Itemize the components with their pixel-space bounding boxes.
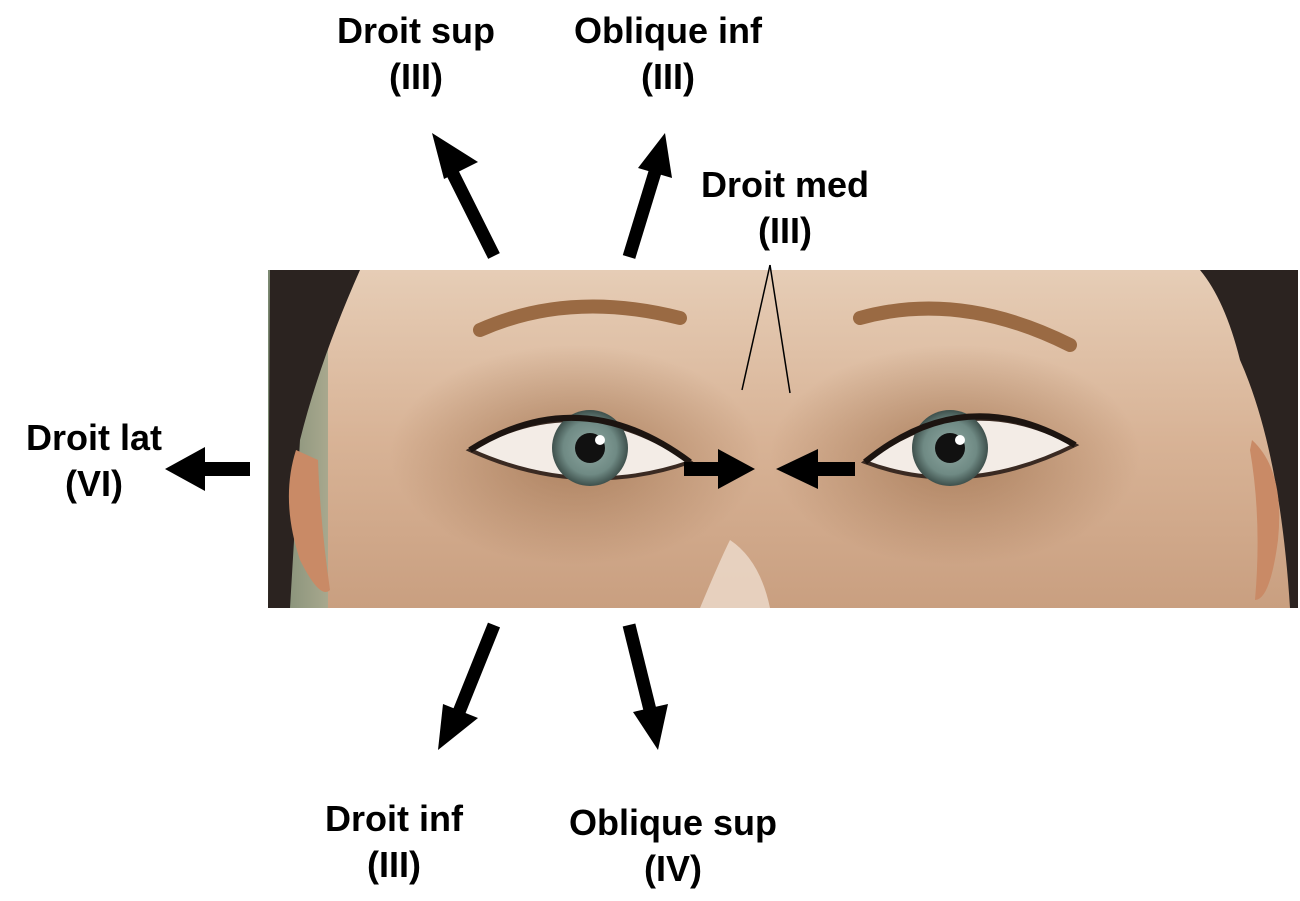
droit-lat-name: Droit lat <box>4 415 184 461</box>
oblique-sup-nerve: (IV) <box>543 846 803 892</box>
droit-lat-nerve: (VI) <box>4 461 184 507</box>
droit-sup-name: Droit sup <box>316 8 516 54</box>
oblique-inf-label: Oblique inf (III) <box>548 8 788 100</box>
droit-inf-nerve: (III) <box>294 842 494 888</box>
droit-inf-label: Droit inf (III) <box>294 796 494 888</box>
oblique-inf-arrow <box>629 133 672 257</box>
droit-sup-nerve: (III) <box>316 54 516 100</box>
oblique-sup-name: Oblique sup <box>543 800 803 846</box>
droit-sup-arrow <box>432 133 494 256</box>
face-photo <box>268 270 1298 608</box>
droit-med-name: Droit med <box>670 162 900 208</box>
droit-med-nerve: (III) <box>670 208 900 254</box>
droit-med-label: Droit med (III) <box>670 162 900 254</box>
droit-sup-label: Droit sup (III) <box>316 8 516 100</box>
oblique-sup-label: Oblique sup (IV) <box>543 800 803 892</box>
oblique-inf-nerve: (III) <box>548 54 788 100</box>
droit-inf-name: Droit inf <box>294 796 494 842</box>
droit-inf-arrow <box>438 625 494 750</box>
oblique-inf-name: Oblique inf <box>548 8 788 54</box>
droit-lat-label: Droit lat (VI) <box>4 415 184 507</box>
oblique-sup-arrow <box>629 625 668 750</box>
